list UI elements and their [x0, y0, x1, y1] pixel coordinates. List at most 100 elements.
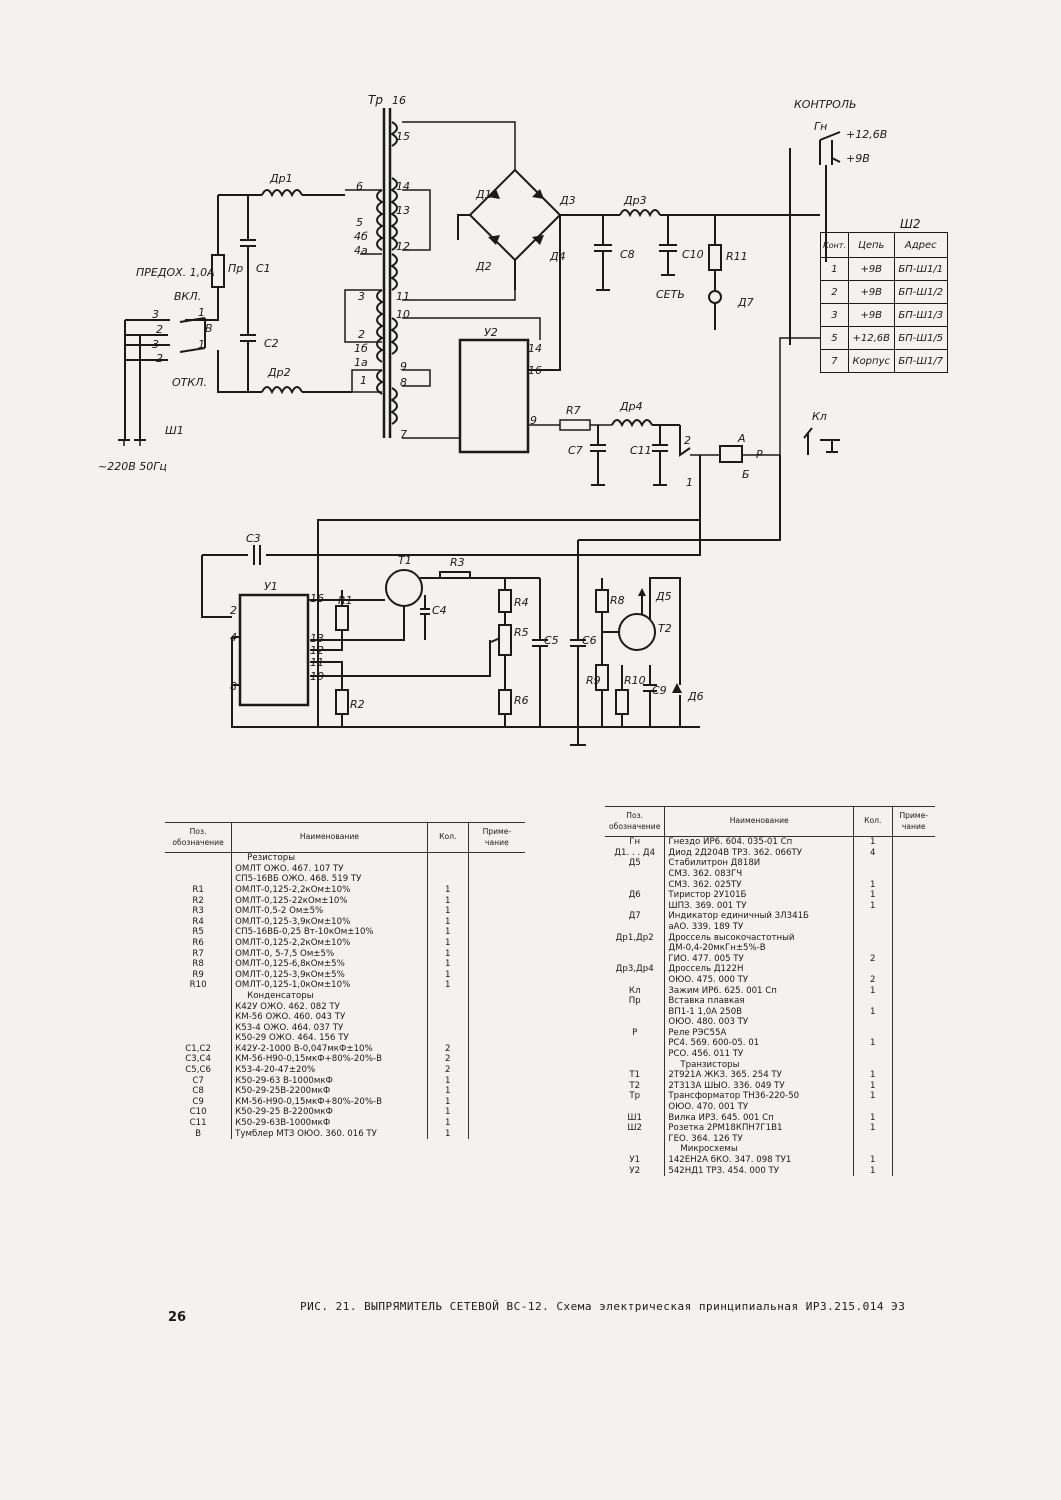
cell-position: Пр [628, 996, 641, 1007]
cell-note [467, 1128, 525, 1140]
d3-label: Д3 [559, 194, 576, 207]
cell-qty: 1 [853, 1006, 892, 1018]
u1-pin-12: 12 [310, 644, 324, 657]
cell-note [891, 1006, 935, 1018]
fuse-note: ПРЕДОХ. 1,0А [136, 266, 215, 279]
connector-address: БП-Ш1/7 [893, 349, 949, 373]
cell-name: Транзисторы [664, 1059, 854, 1071]
cell-qty [853, 1144, 892, 1155]
r3-label: R3 [450, 556, 465, 569]
cell-note [467, 1054, 525, 1066]
cell-name: Гнездо ИР6. 604. 035-01 Сп [664, 836, 854, 848]
switch-off-label: ОТКЛ. [172, 376, 207, 389]
cell-position [165, 864, 232, 875]
cell-note [467, 884, 525, 896]
connector-pin: 7 [820, 349, 849, 373]
cell-note [891, 1112, 935, 1124]
table-row: ДМ-0,4-20мкГн±5%-В [605, 943, 935, 954]
cell-qty [853, 1059, 892, 1071]
cell-name: ОМЛТ ОЖО. 467. 107 ТУ [231, 863, 428, 875]
cell-qty: 1 [853, 836, 892, 848]
cell-name: ОМЛТ-0,125-2,2кОм±10% [231, 937, 428, 949]
col-qty: Кол. [853, 805, 892, 838]
cell-position: У1 [629, 1155, 641, 1165]
cell-name: К50-29-25В-2200мкФ [231, 1086, 428, 1097]
cell-note [891, 1165, 935, 1177]
c6-label: С6 [582, 634, 597, 647]
connector-address: БП-Ш1/5 [893, 326, 949, 350]
table-row: СМЗ. 362. 083ГЧ [605, 868, 935, 880]
cell-note [467, 895, 525, 907]
u2-chip [458, 338, 530, 454]
cell-name: ОМЛТ-0,125-2,2кОм±10% [231, 884, 428, 896]
cell-qty: 1 [426, 959, 469, 970]
cell-note [891, 1123, 935, 1134]
cell-name: К53-4-20-47±20% [231, 1065, 428, 1076]
cell-name: ОЮО. 475. 000 ТУ [664, 974, 854, 986]
cell-name: ОМЛТ-0,125-3,9кОм±10% [231, 916, 428, 928]
page-number: 26 [168, 1310, 187, 1325]
cell-note [891, 974, 935, 986]
cell-name: ОМЛТ-0,125-1,0кОм±10% [231, 980, 428, 991]
cell-note [891, 836, 935, 848]
u1-chip [238, 593, 310, 707]
cell-position: С10 [189, 1107, 207, 1118]
switch-pin: 3 [152, 338, 159, 351]
cell-position [605, 869, 665, 880]
cell-note [467, 1022, 525, 1034]
cell-name: СП5-16ВБ ОЖО. 468. 519 ТУ [231, 874, 428, 885]
cell-qty: 1 [426, 916, 469, 928]
cell-position: R9 [192, 969, 204, 980]
d7-label: Д7 [737, 296, 754, 309]
cell-position: R1 [192, 884, 204, 895]
c10-label: С10 [682, 248, 704, 261]
cell-note [467, 1107, 525, 1119]
cell-name: ОМЛТ-0, 5-7,5 Ом±5% [231, 948, 428, 960]
u1-pin-16: 16 [310, 592, 324, 605]
pr-label: Пр [228, 262, 243, 275]
cell-note [891, 911, 935, 922]
t1-label: Т1 [398, 554, 412, 567]
cell-name: КМ-56-Н90-0,15мкФ+80%-20%-В [231, 1054, 428, 1066]
cell-position: Гн [629, 837, 641, 848]
cell-note [467, 1001, 525, 1013]
cell-position [605, 1060, 665, 1071]
u1-label: У1 [264, 580, 278, 593]
cell-position: Тр [629, 1091, 641, 1102]
c2-label: С2 [264, 337, 279, 350]
cell-qty: 1 [853, 1038, 892, 1050]
col-note: Приме- чание [467, 821, 525, 854]
cell-position: С11 [189, 1118, 207, 1129]
pin-12: 12 [396, 240, 410, 253]
pin-3: 3 [358, 290, 365, 303]
cell-position [605, 1007, 665, 1018]
pin-8: 8 [400, 376, 407, 389]
cell-position [605, 1049, 665, 1060]
transformer-pin-labels: 16 15 14 13 12 11 10 9 8 7 6 5 4б 4а 3 2… [354, 94, 410, 441]
cell-name: К53-4 ОЖО. 464. 037 ТУ [231, 1022, 428, 1034]
cell-position [605, 954, 665, 965]
cell-name: Резисторы [231, 852, 428, 864]
cell-position [165, 1012, 232, 1023]
table-row: Конденсаторы [165, 990, 525, 1002]
cell-note [891, 868, 935, 880]
pin-9: 9 [400, 360, 407, 373]
cell-position: R3 [192, 906, 204, 917]
cell-name: ОЮО. 480. 003 ТУ [664, 1017, 854, 1028]
switch-pin: 2 [156, 323, 163, 336]
cell-position [165, 853, 232, 864]
mains-input [118, 189, 352, 446]
transformer-label: Тр [368, 93, 383, 107]
cell-qty: 1 [426, 1075, 469, 1087]
cell-name: Трансформатор ТН36-220-50 [664, 1091, 854, 1103]
cell-name: СП5-16ВБ-0,25 Вт-10кОм±10% [231, 927, 428, 938]
